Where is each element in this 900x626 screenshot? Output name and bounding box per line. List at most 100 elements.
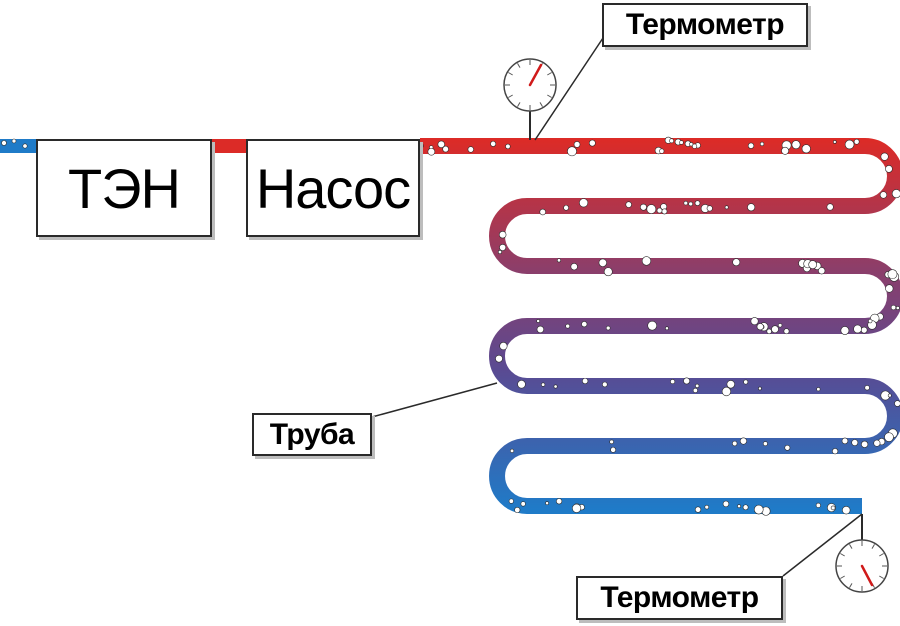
air-bubble: [499, 243, 507, 251]
air-bubble: [495, 354, 503, 363]
thermometer-bottom-callout: Термометр: [576, 576, 783, 620]
pipe-callout: Труба: [252, 413, 372, 456]
dial-tick: [840, 575, 845, 579]
air-bubble: [646, 204, 657, 214]
air-bubble: [722, 500, 730, 508]
air-bubble: [536, 325, 545, 334]
air-bubble: [11, 138, 17, 144]
heater-box: ТЭН: [36, 139, 212, 237]
air-bubble: [570, 263, 578, 271]
air-bubble: [742, 504, 749, 511]
dial-tick: [840, 553, 845, 557]
air-bubble: [816, 387, 821, 392]
air-bubble: [536, 319, 541, 323]
air-bubble: [706, 205, 713, 212]
air-bubble: [588, 139, 596, 147]
dial-tick: [849, 544, 853, 549]
air-bubble: [573, 141, 581, 148]
air-bubble: [498, 230, 507, 239]
pipe-label: Труба: [269, 417, 355, 451]
thermometer-top-label: Термометр: [625, 8, 785, 41]
air-bubble: [647, 320, 658, 331]
air-bubble: [609, 439, 614, 445]
air-bubble: [704, 504, 710, 510]
air-bubble: [517, 380, 526, 389]
air-bubble: [841, 437, 849, 445]
air-bubble: [497, 249, 502, 254]
leader-line-thermometer-bottom: [782, 513, 863, 577]
air-bubble: [582, 377, 589, 385]
air-bubble: [808, 260, 818, 269]
air-bubbles: [1, 136, 900, 516]
air-bubble: [861, 440, 869, 448]
thermometer-bottom-icon: [835, 514, 889, 593]
air-bubble: [640, 203, 647, 211]
air-bubble: [688, 201, 693, 207]
air-bubble: [879, 191, 888, 199]
air-bubble: [885, 165, 893, 173]
air-bubble: [545, 501, 549, 506]
air-bubble: [743, 379, 749, 385]
air-bubble: [753, 504, 764, 515]
air-bubble: [541, 382, 546, 387]
air-bubble: [605, 325, 611, 331]
air-bubble: [724, 205, 729, 210]
dial-tick: [879, 553, 884, 557]
air-bubble: [556, 258, 561, 263]
air-bubble: [784, 444, 791, 451]
dial-tick: [508, 72, 513, 76]
air-bubble: [759, 141, 765, 147]
air-bubble: [842, 505, 851, 515]
air-bubble: [885, 284, 894, 293]
air-bubble: [853, 324, 862, 334]
dial-tick: [849, 583, 853, 588]
air-bubble: [499, 341, 508, 351]
air-bubble: [781, 146, 790, 155]
air-bubble: [656, 207, 663, 214]
dial-tick: [517, 102, 521, 107]
air-bubble: [679, 140, 684, 145]
air-bubble: [756, 323, 764, 331]
air-bubble: [726, 380, 735, 389]
air-bubble: [777, 323, 783, 328]
air-bubble: [815, 502, 821, 508]
air-bubble: [490, 140, 497, 147]
serpentine-pipe: [420, 138, 900, 514]
air-bubble: [692, 143, 698, 149]
heater-label: ТЭН: [68, 156, 181, 220]
pump-box: Насос: [246, 139, 420, 237]
air-bubble: [610, 446, 617, 453]
air-bubble: [818, 267, 826, 275]
air-bubble: [695, 383, 700, 388]
air-bubble: [771, 325, 779, 334]
air-bubble: [567, 146, 577, 157]
thermometer-top-callout: Термометр: [602, 3, 808, 47]
air-bubble: [732, 440, 738, 447]
air-bubble: [572, 503, 582, 513]
air-bubble: [625, 201, 632, 208]
air-bubble: [840, 326, 850, 335]
dial-tick: [508, 94, 513, 98]
air-bubble: [581, 321, 588, 328]
leader-line-thermometer-top: [534, 37, 604, 141]
air-bubble: [766, 328, 772, 335]
air-bubble: [437, 140, 445, 148]
air-bubble: [737, 504, 741, 509]
air-bubble: [860, 326, 868, 334]
air-bubble: [665, 326, 669, 331]
air-bubble: [579, 198, 589, 208]
air-bubble: [826, 203, 834, 211]
air-bubble: [1, 140, 7, 146]
air-bubble: [467, 146, 474, 153]
air-bubble: [670, 379, 676, 385]
air-bubble: [694, 506, 702, 513]
air-bubble: [598, 258, 607, 267]
air-bubble: [563, 204, 569, 211]
air-bubble: [887, 393, 892, 398]
air-bubble: [641, 256, 652, 266]
air-bubble: [508, 498, 514, 504]
leader-line-pipe: [371, 382, 498, 418]
air-bubble: [891, 189, 900, 199]
air-bubble: [683, 377, 691, 385]
